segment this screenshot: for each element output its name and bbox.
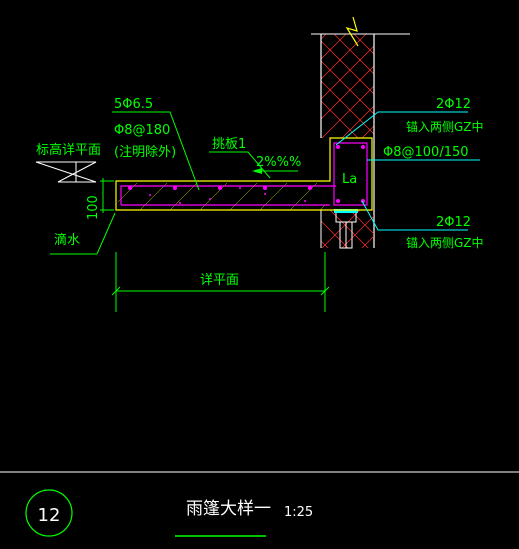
detail-number: 12 xyxy=(38,505,61,526)
detail-number-circle xyxy=(25,489,73,537)
drawing-title: 雨篷大样一 xyxy=(186,499,271,519)
rebar-dots xyxy=(128,145,365,203)
drip-label: 滴水 xyxy=(54,232,80,248)
window-frame xyxy=(334,209,358,249)
slab-dist-label: Φ8@180 xyxy=(114,123,170,138)
beam-stirrup xyxy=(333,142,368,206)
break-mark xyxy=(345,16,359,47)
top-anchor-label: 锚入两侧GZ中 xyxy=(406,119,484,134)
concrete-aggregate xyxy=(149,187,306,204)
width-dimension xyxy=(111,252,330,312)
bottom-anchor-label: 锚入两侧GZ中 xyxy=(406,235,484,250)
stirrup-label: Φ8@100/150 xyxy=(383,145,469,160)
elevation-label: 标高详平面 xyxy=(36,142,101,158)
drawing-scale: 1:25 xyxy=(284,505,313,520)
rebar xyxy=(120,142,368,206)
slab-name-label: 挑板1 xyxy=(212,137,246,152)
slab-rebar-label: 5Φ6.5 xyxy=(114,97,153,112)
slab-top-rebar xyxy=(120,185,336,205)
concrete-section xyxy=(115,137,373,211)
slab-note-label: (注明除外) xyxy=(114,145,176,160)
bottom-rebar-label: 2Φ12 xyxy=(436,215,471,230)
anchor-length-label: La xyxy=(342,172,357,187)
leader-lines xyxy=(35,111,271,255)
masonry-wall xyxy=(311,33,410,248)
leader-lines-right xyxy=(335,111,480,231)
thickness-dimension xyxy=(100,178,114,213)
concrete-hatch xyxy=(118,183,325,210)
top-rebar-label: 2Φ12 xyxy=(436,97,471,112)
thickness-label: 100 xyxy=(86,195,101,220)
width-dim-label: 详平面 xyxy=(200,273,239,288)
slope-label: 2%%% xyxy=(256,155,301,170)
wall-hatch xyxy=(321,34,374,138)
